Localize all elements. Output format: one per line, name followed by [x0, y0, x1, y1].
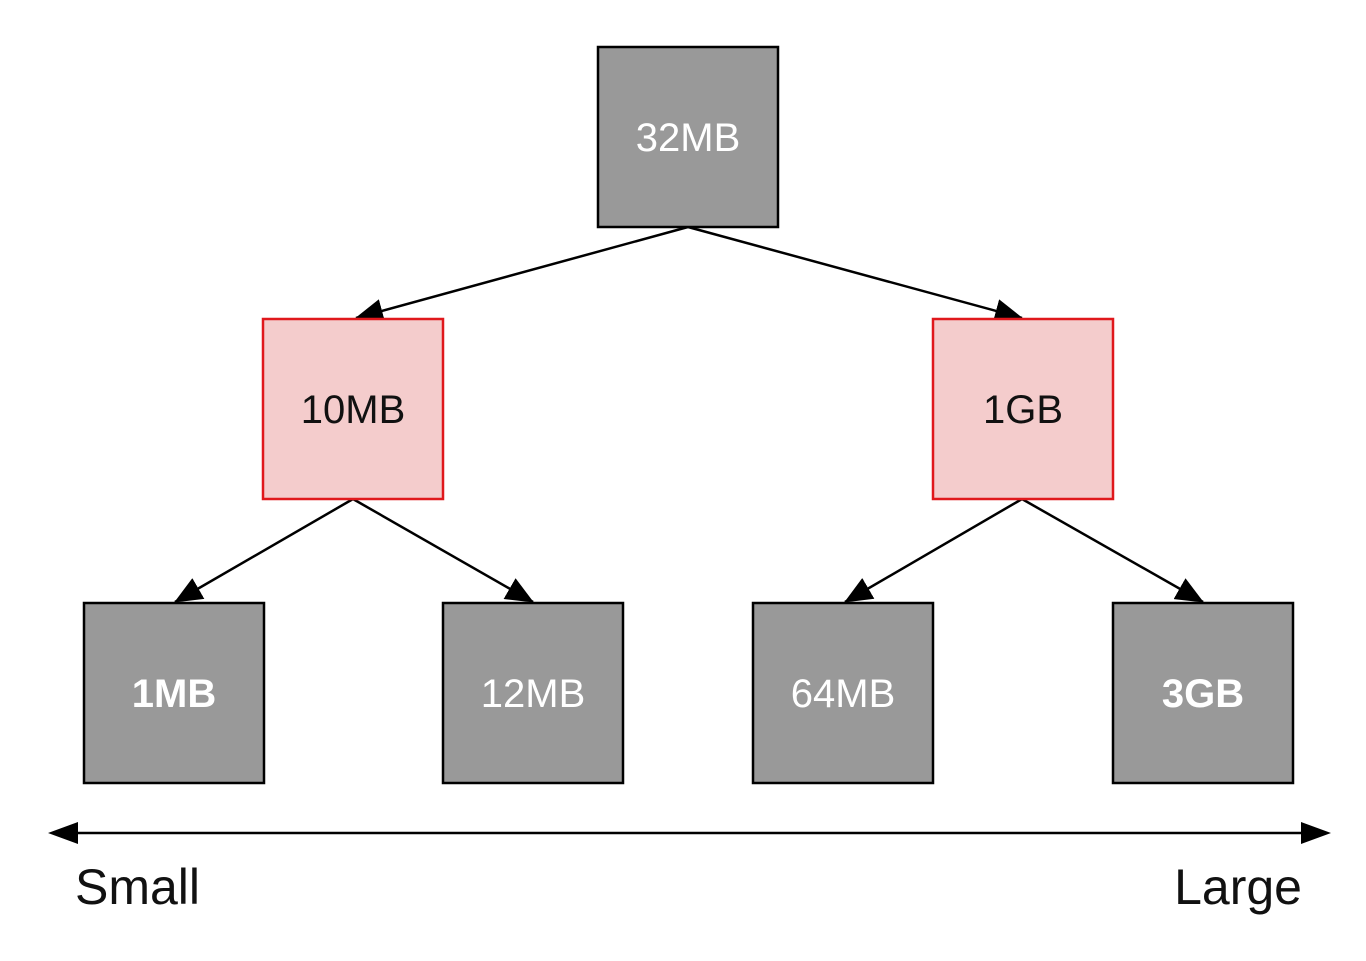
node-left-right-label: 12MB — [481, 672, 586, 716]
node-left-left: 1MB — [82, 601, 266, 785]
axis-left-arrowhead — [48, 822, 78, 844]
node-right-left: 64MB — [751, 601, 935, 785]
node-left-right: 12MB — [441, 601, 625, 785]
axis-right-arrowhead — [1301, 822, 1331, 844]
edge-root-to-right — [687, 225, 1023, 323]
axis-label-small: Small — [75, 859, 200, 915]
edge-right-to-right-left — [844, 497, 1023, 604]
edge-left-to-left-left — [174, 497, 354, 604]
node-left-label: 10MB — [301, 388, 406, 432]
axis-label-large: Large — [1174, 859, 1302, 915]
node-right-right: 3GB — [1111, 601, 1295, 785]
node-right-right-label: 3GB — [1162, 672, 1244, 716]
node-right: 1GB — [931, 317, 1115, 501]
node-left-left-label: 1MB — [132, 672, 216, 716]
node-left: 10MB — [261, 317, 445, 501]
node-root-label: 32MB — [636, 116, 741, 160]
node-root: 32MB — [596, 45, 780, 229]
size-axis: Small Large — [48, 822, 1331, 915]
node-right-label: 1GB — [983, 388, 1063, 432]
edge-right-to-right-right — [1021, 497, 1204, 604]
edge-root-to-left — [355, 225, 689, 323]
node-right-left-label: 64MB — [791, 672, 896, 716]
edge-left-to-left-right — [352, 497, 534, 604]
tree-edges — [174, 225, 1204, 604]
